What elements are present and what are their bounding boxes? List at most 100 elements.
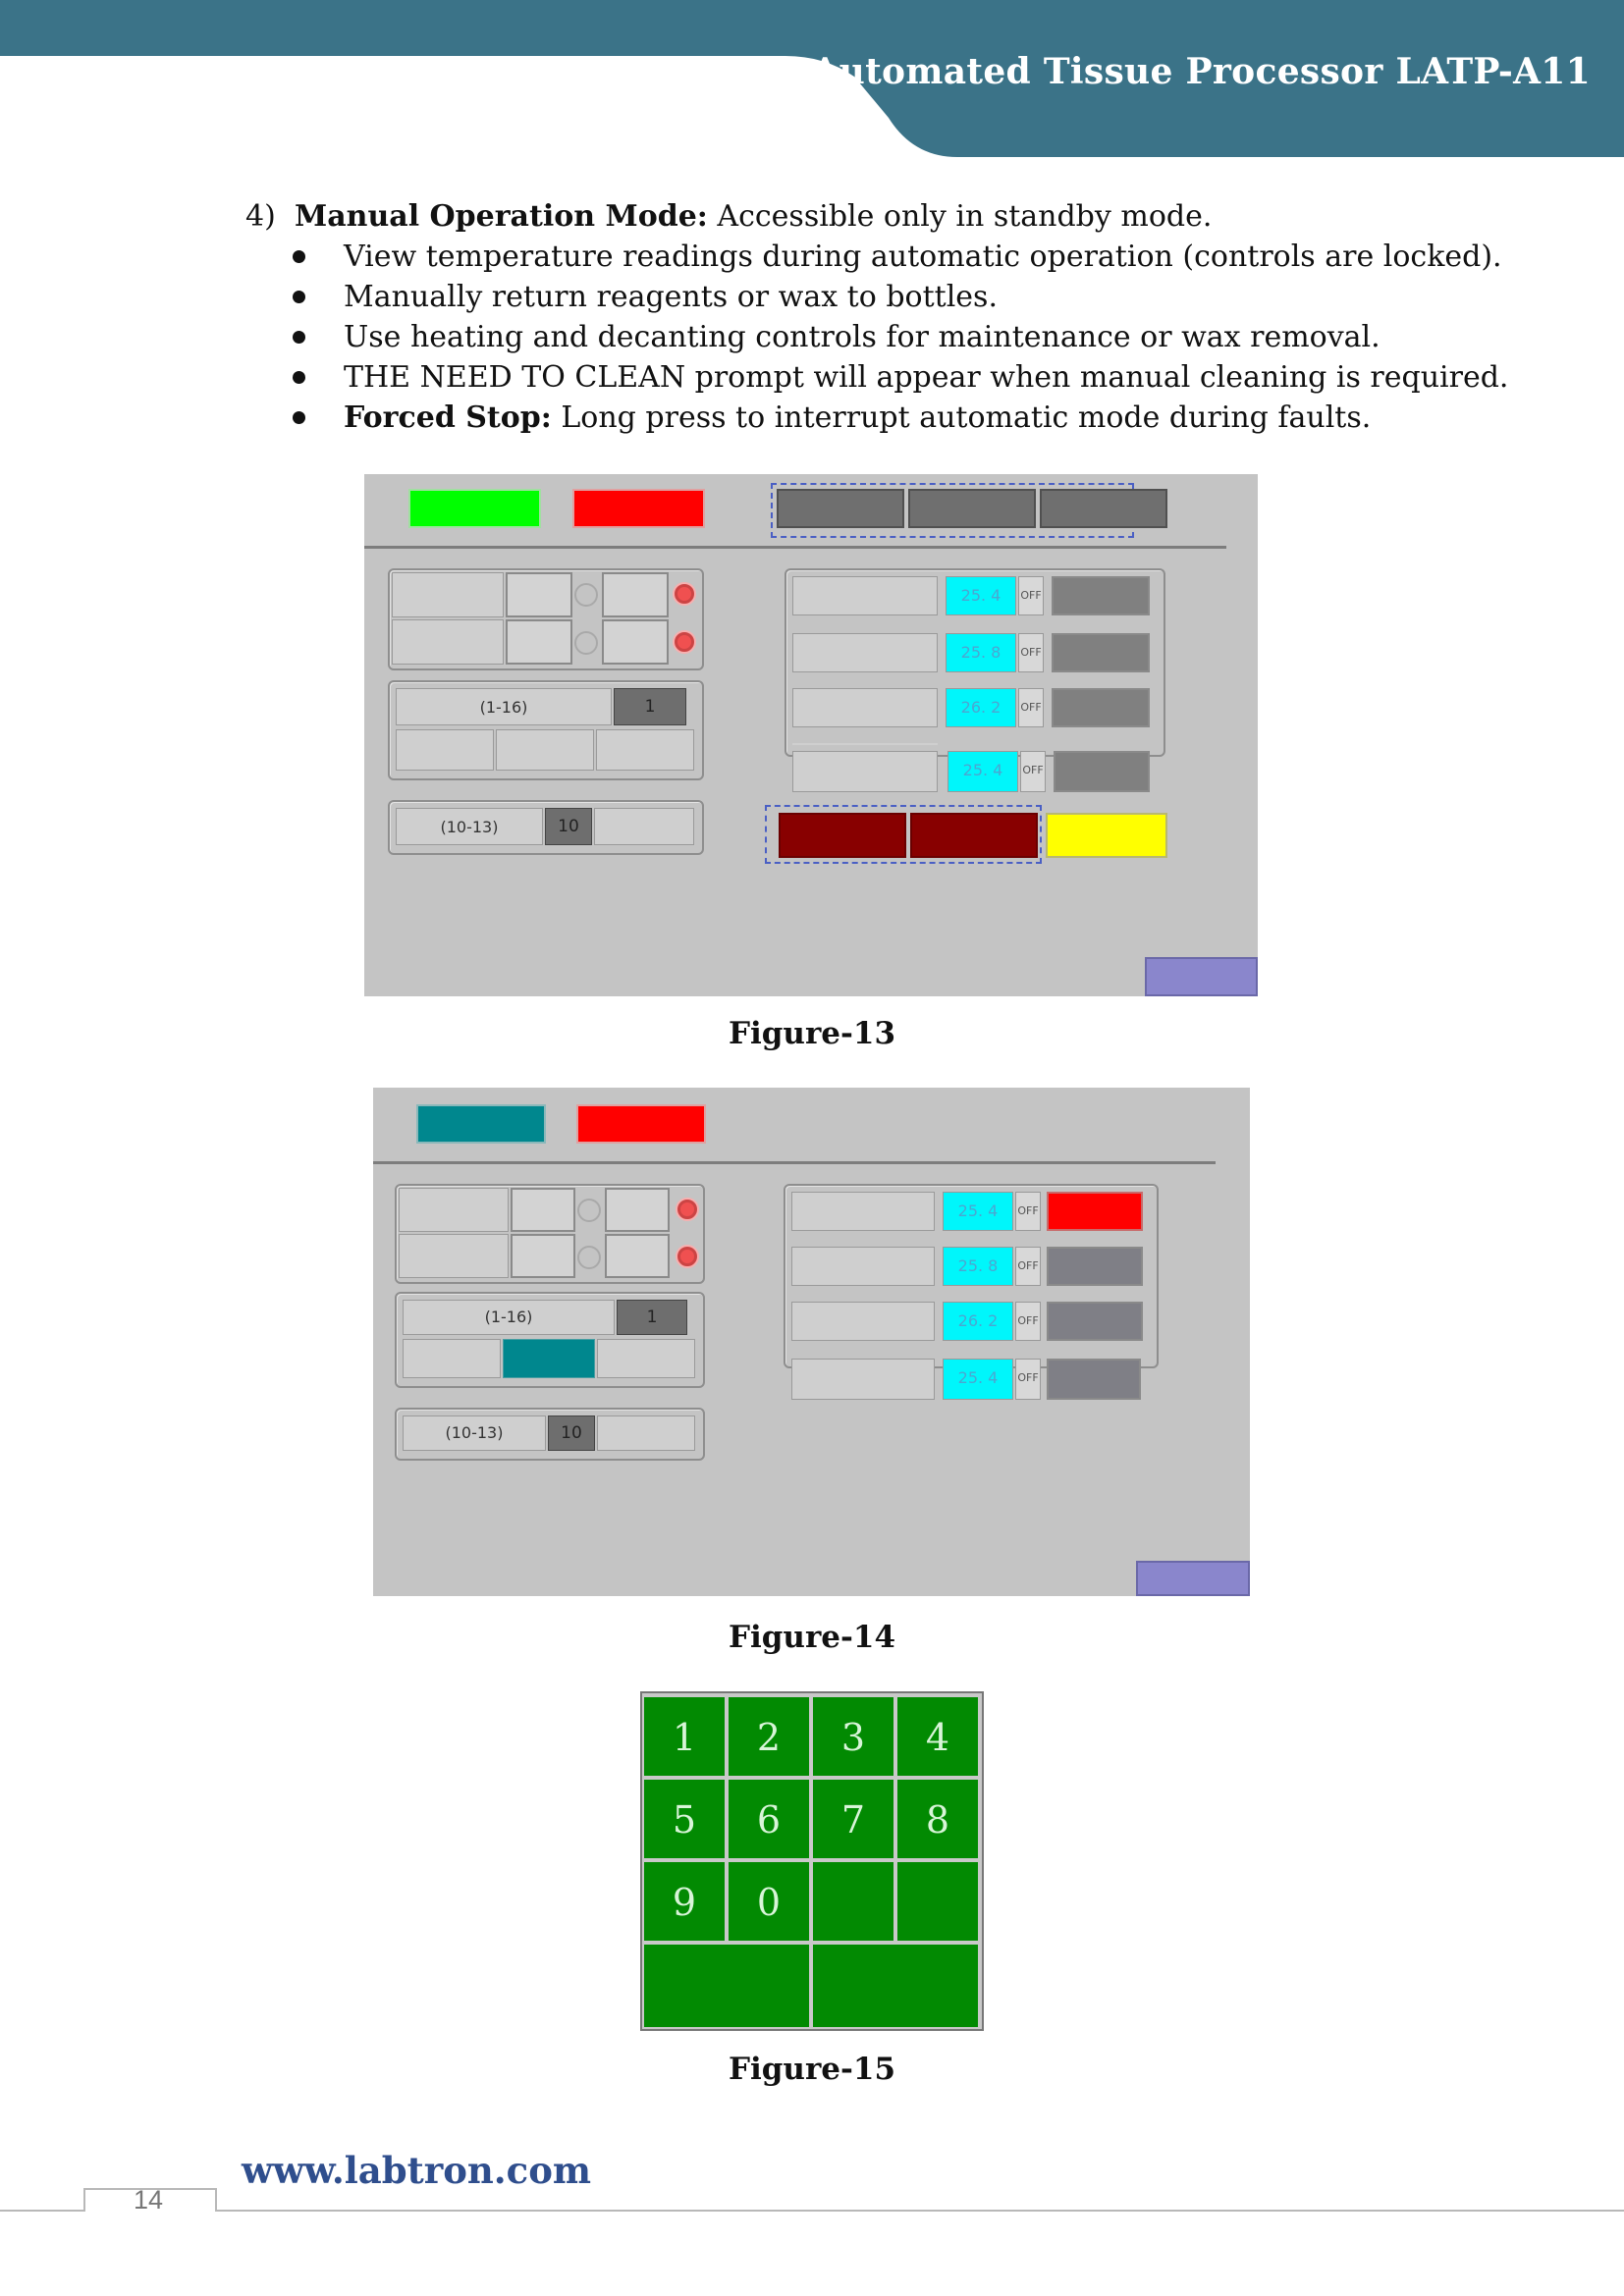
bottle-range-label: (1-16) — [479, 698, 528, 717]
divider — [364, 546, 1226, 549]
key-1[interactable]: 1 — [642, 1695, 727, 1778]
key-confirm[interactable] — [811, 1943, 980, 2029]
indicator-off-icon — [574, 583, 598, 607]
wax-select-panel: (10-13) 10 — [388, 800, 704, 855]
temperature-reading: 25. 4 — [947, 751, 1018, 792]
status-field — [511, 1188, 575, 1232]
bottle-option[interactable] — [596, 729, 694, 771]
key-5[interactable]: 5 — [642, 1778, 727, 1860]
bottle-number[interactable]: 1 — [614, 688, 686, 725]
stop-button[interactable] — [572, 489, 705, 528]
footer-rule — [0, 2188, 1624, 2212]
return-button[interactable] — [1136, 1561, 1250, 1596]
wax-range-field — [396, 808, 543, 845]
key-9[interactable]: 9 — [642, 1860, 727, 1943]
key-4[interactable]: 4 — [895, 1695, 980, 1778]
temperature-reading: 25. 4 — [946, 576, 1016, 615]
function-button-3[interactable] — [1040, 489, 1167, 528]
bottle-option[interactable] — [597, 1339, 695, 1378]
status-cell — [392, 572, 504, 617]
website-link[interactable]: www.labtron.com — [242, 2149, 592, 2192]
document-title: Automated Tissue Processor LATP-A11 — [811, 51, 1591, 92]
wax-select-panel: (10-13) 10 — [395, 1408, 705, 1461]
heating-button[interactable] — [779, 813, 906, 858]
heater-toggle[interactable] — [1047, 1359, 1141, 1400]
bottle-option-selected[interactable] — [503, 1339, 595, 1378]
heater-label-field — [792, 751, 938, 792]
wax-number[interactable]: 10 — [545, 808, 592, 845]
section-intro: Accessible only in standby mode. — [707, 199, 1213, 234]
bottle-range-field — [403, 1300, 615, 1335]
heater-toggle[interactable] — [1047, 1302, 1143, 1341]
temperature-row-4: 25. 4 OFF — [785, 745, 1162, 804]
bullet-dot — [293, 291, 305, 303]
key-6[interactable]: 6 — [727, 1778, 811, 1860]
heater-toggle[interactable] — [1052, 633, 1150, 672]
bullet-item: THE NEED TO CLEAN prompt will appear whe… — [344, 360, 1509, 395]
start-button[interactable] — [408, 489, 541, 528]
heater-label-field — [791, 1359, 935, 1400]
key-2[interactable]: 2 — [727, 1695, 811, 1778]
need-to-clean-button[interactable] — [1046, 813, 1167, 858]
status-field — [602, 619, 669, 665]
status-field — [605, 1234, 670, 1278]
status-field — [506, 619, 572, 665]
key-cancel[interactable] — [642, 1943, 811, 2029]
key-blank-2[interactable] — [895, 1860, 980, 1943]
heater-label-field — [792, 633, 938, 672]
status-cell — [392, 619, 504, 665]
heater-toggle[interactable] — [1052, 576, 1150, 615]
heater-off-label: OFF — [1015, 1302, 1041, 1341]
key-7[interactable]: 7 — [811, 1778, 895, 1860]
bottle-select-panel: (1-16) 1 — [388, 680, 704, 780]
indicator-off-icon — [577, 1199, 601, 1222]
bottle-range-label: (1-16) — [484, 1308, 533, 1326]
heater-toggle[interactable] — [1054, 751, 1150, 792]
indicator-on-icon — [677, 1247, 697, 1266]
heater-toggle-active[interactable] — [1047, 1192, 1143, 1231]
heater-off-label: OFF — [1018, 576, 1044, 615]
section-heading: Manual Operation Mode: — [295, 199, 708, 234]
status-field — [506, 572, 572, 617]
key-blank-1[interactable] — [811, 1860, 895, 1943]
wax-range-label: (10-13) — [445, 1423, 504, 1442]
wax-number[interactable]: 10 — [548, 1415, 595, 1451]
key-0[interactable]: 0 — [727, 1860, 811, 1943]
heater-toggle[interactable] — [1052, 688, 1150, 727]
temperature-reading: 26. 2 — [946, 688, 1016, 727]
status-cell — [399, 1234, 509, 1278]
indicator-off-icon — [574, 631, 598, 655]
heater-toggle[interactable] — [1047, 1247, 1143, 1286]
decanting-button[interactable] — [910, 813, 1038, 858]
status-field — [602, 572, 669, 617]
temperature-reading: 25. 8 — [946, 633, 1016, 672]
heater-off-label: OFF — [1018, 688, 1044, 727]
start-button[interactable] — [416, 1104, 546, 1144]
heater-off-label: OFF — [1018, 633, 1044, 672]
header-band — [0, 0, 1624, 157]
key-3[interactable]: 3 — [811, 1695, 895, 1778]
function-button-2[interactable] — [908, 489, 1036, 528]
stop-button[interactable] — [576, 1104, 706, 1144]
divider — [373, 1161, 1216, 1164]
indicator-off-icon — [577, 1246, 601, 1269]
bullet-item: Use heating and decanting controls for m… — [344, 320, 1380, 354]
selection-outline — [765, 805, 1042, 864]
bottle-option[interactable] — [396, 729, 494, 771]
heater-label-field — [792, 688, 938, 727]
bullet-dot — [293, 331, 305, 344]
figure-15-caption: Figure-15 — [728, 2052, 896, 2087]
bottle-option[interactable] — [496, 729, 594, 771]
key-8[interactable]: 8 — [895, 1778, 980, 1860]
heater-off-label: OFF — [1015, 1359, 1041, 1400]
temperature-reading: 26. 2 — [943, 1302, 1013, 1341]
spacer — [792, 743, 938, 745]
bullet-dot — [293, 250, 305, 263]
bottle-number[interactable]: 1 — [617, 1300, 687, 1335]
bottle-option[interactable] — [403, 1339, 501, 1378]
return-button[interactable] — [1145, 957, 1258, 996]
figure-14-caption: Figure-14 — [728, 1620, 896, 1655]
function-button-1[interactable] — [777, 489, 904, 528]
temperature-reading: 25. 8 — [943, 1247, 1013, 1286]
status-cell — [399, 1188, 509, 1232]
